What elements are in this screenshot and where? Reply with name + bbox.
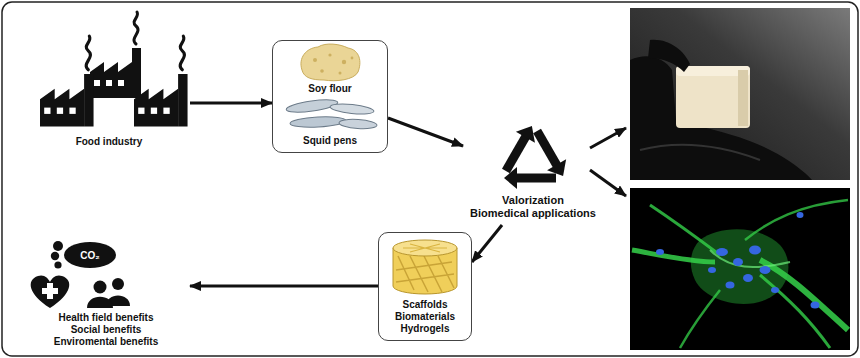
heart-icon	[31, 275, 70, 308]
co2-footprint-icon	[53, 241, 63, 251]
fluorescence-image	[680, 290, 720, 348]
people-icon	[87, 297, 113, 308]
sample-photo	[738, 70, 748, 126]
recycle-symbol	[516, 174, 556, 183]
node-text: Health field benefits Social benefits En…	[54, 312, 158, 348]
people-icon	[94, 281, 107, 294]
fluorescence-image	[708, 267, 716, 273]
text-line: Hydrogels	[395, 323, 455, 335]
flow-arrow	[190, 102, 272, 105]
fluorescence-image	[733, 258, 743, 266]
product-box: Scaffolds Biomaterials Hydrogels	[378, 232, 472, 341]
scaffold-image	[396, 256, 454, 292]
recycle-symbol	[496, 120, 541, 176]
factory-icon	[90, 12, 141, 98]
flow-arrow	[388, 118, 463, 146]
people-icon	[87, 278, 130, 308]
fluorescence-image	[656, 249, 664, 255]
fluorescence-image	[749, 246, 761, 255]
raw-material-box: Soy flourSquid pens	[272, 40, 388, 153]
benefits-group: Health field benefits Social benefits En…	[22, 228, 190, 354]
chemical-formula: CO₂	[80, 250, 99, 261]
co2-footprint-icon	[64, 242, 116, 268]
text-line: Health field benefits	[54, 312, 158, 324]
scaffold-image	[403, 244, 447, 252]
squid-pens-image	[290, 116, 346, 129]
fluorescence-image	[632, 250, 715, 262]
sample-photo	[630, 8, 850, 180]
factory-icon	[40, 12, 188, 127]
squid-pens-image	[339, 118, 378, 130]
sample-photo	[640, 145, 760, 160]
soy-flour-image	[328, 53, 331, 56]
co2-footprint-icon	[51, 252, 59, 260]
fluorescence-image	[630, 188, 850, 350]
heart-icon	[42, 288, 58, 294]
text-line: Biomedical applications	[470, 207, 596, 220]
industry-source: Food industry	[28, 12, 190, 154]
fluorescence-image	[771, 287, 779, 293]
recycle-symbol	[528, 126, 573, 182]
squid-pens-image	[330, 102, 375, 116]
recycle-symbol	[496, 120, 572, 189]
scaffold-image	[393, 240, 457, 294]
soy-flour-image	[320, 69, 324, 73]
heart-icon	[31, 275, 70, 308]
co2-footprint-icon	[54, 261, 61, 268]
soy-flour-image	[339, 72, 342, 75]
flow-arrow	[472, 225, 502, 262]
sample-photo	[648, 40, 690, 72]
node-text: Food industry	[76, 136, 143, 148]
co2-footprint-icon	[51, 241, 116, 269]
text-line: Scaffolds	[395, 299, 455, 311]
text-line: Valorization	[470, 194, 596, 207]
chemical-formula-holder: CO₂	[80, 250, 99, 261]
fluorescence-image	[760, 266, 771, 274]
fluorescence-image	[811, 302, 820, 309]
fluorescence-image	[650, 205, 720, 255]
sample-photo	[676, 66, 750, 128]
flow-arrow	[190, 285, 378, 288]
squid-pens-image	[286, 97, 378, 129]
text-line: Biomaterials	[395, 311, 455, 323]
fluorescence-image	[743, 274, 753, 282]
soy-flour-image	[313, 58, 317, 62]
fluorescence-image	[760, 275, 830, 348]
output-arrow	[590, 128, 626, 148]
factory-icon	[134, 36, 188, 126]
soy-flour-image	[301, 44, 360, 81]
output-arrow	[590, 128, 626, 196]
soy-flour-image	[301, 44, 360, 81]
fluorescence-image	[630, 188, 850, 350]
node-text: Squid pens	[303, 135, 357, 147]
fluorescence-image	[745, 200, 848, 240]
factory-icon	[40, 36, 94, 126]
valorization-hub: Valorization Biomedical applications	[463, 124, 603, 225]
fluorescence-image	[760, 260, 848, 330]
output-arrow	[590, 170, 626, 196]
node-text: Soy flour	[308, 83, 351, 95]
fluorescence-image	[797, 212, 804, 218]
sample-photo	[630, 56, 812, 180]
sample-photo	[630, 8, 850, 180]
node-text: Valorization Biomedical applications	[470, 194, 596, 219]
soy-flour-image	[342, 60, 346, 64]
scaffold-image	[393, 240, 457, 256]
fluorescence-image	[726, 282, 735, 289]
node-text: Scaffolds Biomaterials Hydrogels	[395, 299, 455, 335]
people-icon	[112, 278, 124, 290]
fluorescence-image	[716, 248, 728, 256]
text-line: Social benefits	[54, 324, 158, 336]
text-line: Enviromental benefits	[54, 336, 158, 348]
soy-flour-image	[351, 57, 354, 60]
